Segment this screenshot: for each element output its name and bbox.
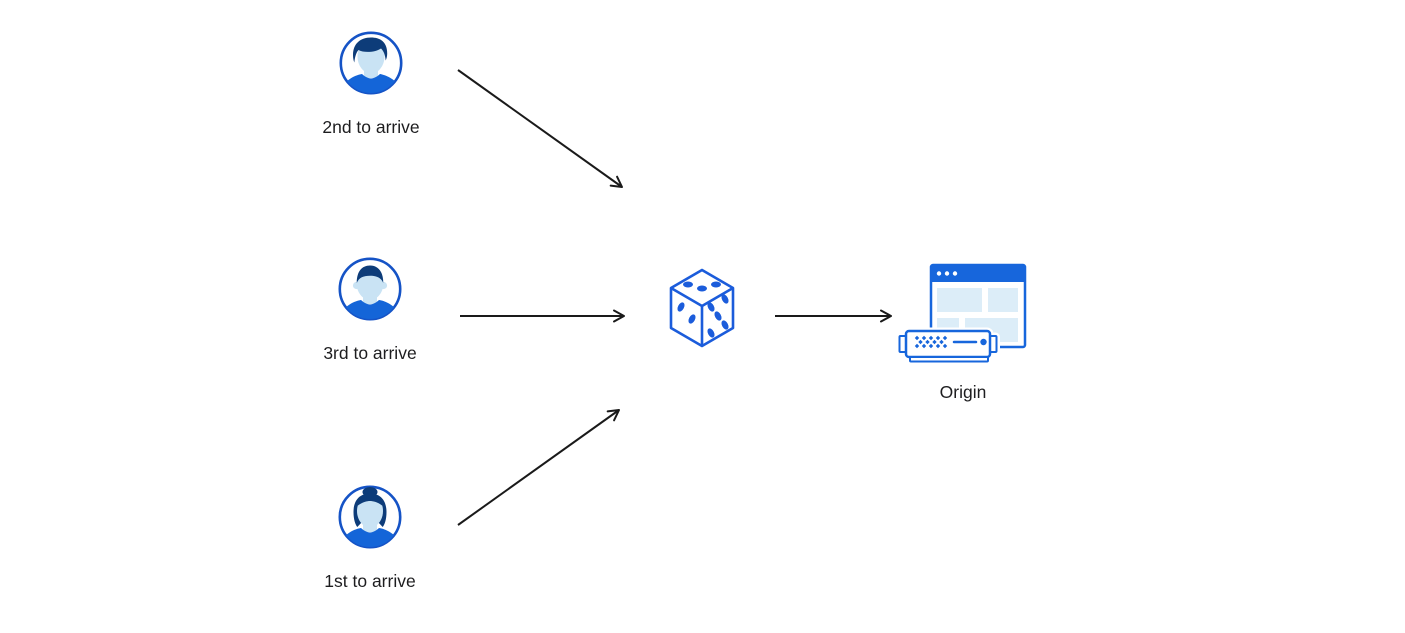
node-randomizer	[667, 267, 737, 353]
node-client-first: 1st to arrive	[300, 484, 440, 591]
origin-server-browser-icon	[896, 263, 1029, 365]
user-avatar-male-short-hair-icon	[337, 256, 403, 322]
arrow-second-to-dice	[457, 69, 623, 188]
arrow-first-to-dice	[457, 409, 620, 526]
node-client-third: 3rd to arrive	[300, 256, 440, 363]
user-avatar-female-bun-hair-icon	[337, 484, 403, 550]
user-avatar-male-swoosh-hair-icon	[338, 30, 404, 96]
node-label: 3rd to arrive	[323, 343, 417, 363]
node-client-second: 2nd to arrive	[301, 30, 441, 137]
node-label: Origin	[939, 382, 987, 402]
node-origin: Origin	[896, 263, 1029, 402]
node-label: 1st to arrive	[324, 571, 416, 591]
node-label: 2nd to arrive	[322, 117, 420, 137]
dice-icon	[667, 267, 737, 353]
